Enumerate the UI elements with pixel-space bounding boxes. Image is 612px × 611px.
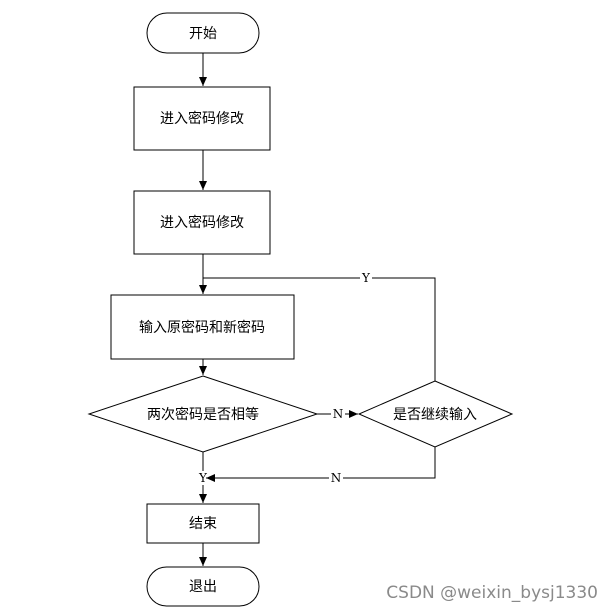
process-enter-change-2: 进入密码修改 [133,190,271,255]
start-label: 开始 [189,26,217,42]
decision-continue: 是否继续输入 [357,380,514,448]
process-enter-change-1: 进入密码修改 [133,86,271,151]
edge-continue-no [343,447,436,479]
enter-change-1-label: 进入密码修改 [160,110,244,127]
process-input-passwords: 输入原密码和新密码 [110,294,295,360]
compare-yes-label: Y [198,471,208,485]
continue-no-label: N [331,471,342,485]
exit-label: 退出 [189,579,217,595]
continue-yes-label: Y [361,271,371,285]
enter-change-2-label: 进入密码修改 [160,214,244,231]
exit-node: 退出 [146,566,260,607]
watermark: CSDN @weixin_bysj1330 [386,583,598,603]
continue-input-label: 是否继续输入 [393,406,477,423]
edge-continue-yes [372,277,436,381]
input-passwords-label: 输入原密码和新密码 [139,319,265,336]
compare-no-label: N [333,407,344,421]
decision-compare: 两次密码是否相等 [87,375,319,453]
process-finish: 结束 [146,503,260,544]
start-node: 开始 [146,12,260,54]
compare-label: 两次密码是否相等 [147,406,259,423]
finish-label: 结束 [189,516,217,532]
